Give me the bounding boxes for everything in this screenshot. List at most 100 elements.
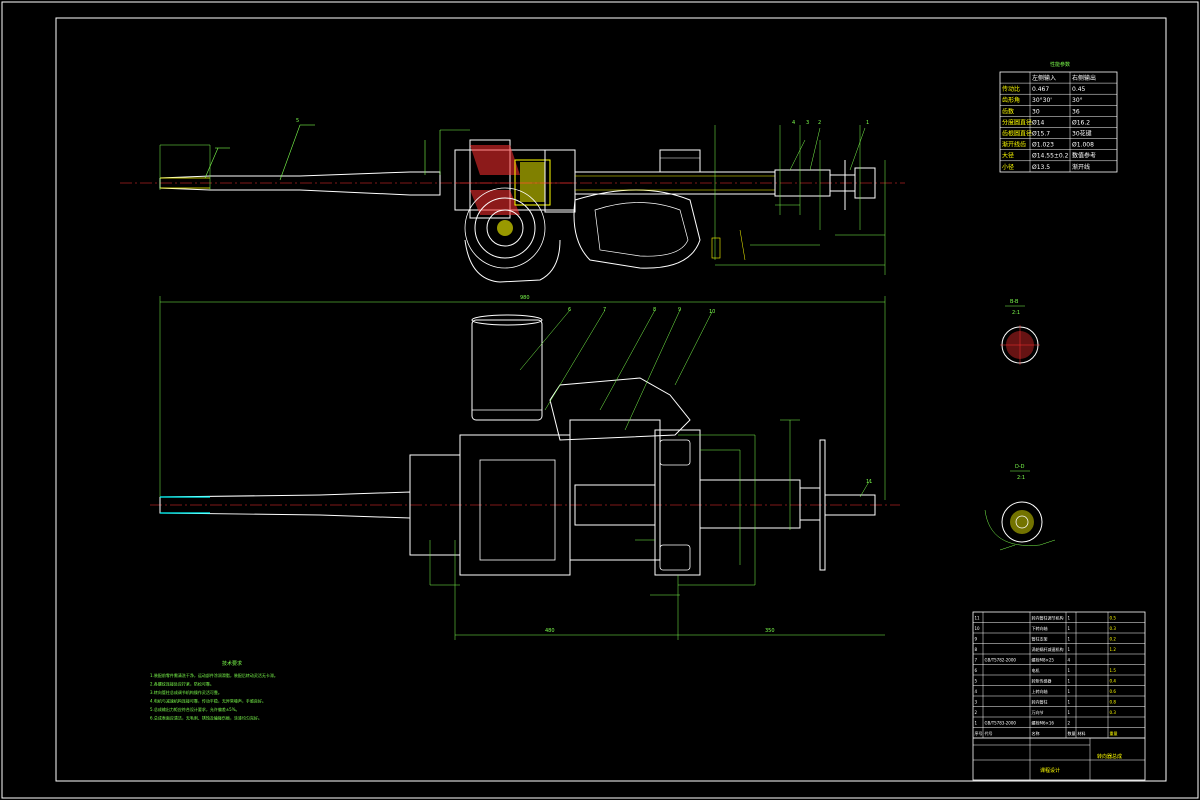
parts-cell: 重量 — [1110, 730, 1118, 736]
parts-cell: 1 — [1068, 679, 1071, 684]
tech-note-line: 2.各螺纹连接处应拧紧，防松可靠。 — [150, 681, 214, 687]
tech-notes: 技术要求 1.装配前零件需清洗干净，运动部件涂润滑脂，装配后转动灵活无卡滞。 2.… — [150, 660, 278, 721]
parts-cell: 数量 — [1068, 730, 1076, 736]
parts-cell: 转矩传感器 — [1032, 678, 1052, 684]
spec-cell: 右侧输出 — [1072, 74, 1096, 82]
parts-cell: 螺栓M8×25 — [1032, 657, 1055, 663]
parts-cell: 1 — [1068, 616, 1071, 621]
parts-cell: 0.4 — [1110, 679, 1117, 684]
parts-cell: 1 — [975, 721, 978, 726]
section-dd-label: D-D — [1015, 464, 1025, 470]
parts-cell: 管柱支架 — [1032, 636, 1048, 642]
parts-cell: 1 — [1068, 710, 1071, 715]
balloon-6: 6 — [568, 307, 571, 313]
parts-cell: 螺栓M6×16 — [1032, 720, 1055, 726]
parts-cell: 0.3 — [1110, 626, 1117, 631]
parts-cell: 电机 — [1032, 667, 1040, 673]
tech-note-line: 4.电机与减速机构连接可靠，传动平稳，无异常噪声，手感良好。 — [150, 698, 266, 704]
balloon-9: 9 — [678, 307, 681, 313]
drawing-name: 转向器总成 — [1097, 753, 1122, 760]
parts-cell: 4 — [1068, 658, 1071, 663]
spec-cell: Ø1.023 — [1032, 142, 1054, 149]
spec-cell: 30花键 — [1072, 130, 1092, 138]
parts-cell: GB/T5783-2000 — [985, 721, 1017, 726]
balloon-2: 2 — [818, 120, 821, 126]
parts-cell: 6 — [975, 668, 978, 673]
parts-cell: 11 — [975, 616, 981, 621]
right-part-dim: 350 — [765, 628, 775, 634]
parts-cell: 2 — [975, 710, 978, 715]
spec-cell: Ø16.2 — [1072, 119, 1090, 126]
company-name: 课程设计 — [1040, 767, 1060, 774]
parts-cell: 10 — [975, 626, 981, 631]
balloon-5: 5 — [296, 118, 299, 124]
balloon-11: 11 — [866, 479, 872, 485]
parts-cell: 转向管柱调节机构 — [1032, 615, 1064, 621]
parts-cell: 2 — [1068, 721, 1071, 726]
parts-cell: 9 — [975, 637, 978, 642]
overall-dim-label: 980 — [520, 295, 530, 301]
parts-cell: 转向管柱 — [1032, 699, 1048, 705]
parts-cell: 1.5 — [1110, 668, 1117, 673]
parts-cell: GB/T5782-2000 — [985, 658, 1017, 663]
parts-cell: 4 — [975, 689, 978, 694]
left-part-dim: 480 — [545, 628, 555, 634]
balloon-1: 1 — [866, 120, 869, 126]
spec-cell: Ø14 — [1032, 119, 1045, 126]
spec-table-title: 性能参数 — [1050, 61, 1070, 68]
section-view-dd: D-D 2:1 — [984, 464, 1056, 551]
spec-cell: 小径 — [1002, 163, 1014, 171]
tech-note-line: 1.装配前零件需清洗干净，运动部件涂润滑脂，装配后转动灵活无卡滞。 — [150, 672, 278, 678]
parts-cell: 1 — [1068, 668, 1071, 673]
tech-note-line: 5.总成输出力矩应符合设计要求，允许偏差±5%。 — [150, 706, 240, 712]
spec-cell: 渐开线齿 — [1002, 141, 1026, 149]
tech-note-line: 6.总成表面应清洁，无毛刺、锈蚀及磕碰伤痕，涂漆均匀完好。 — [150, 715, 262, 721]
spec-cell: Ø1.008 — [1072, 142, 1094, 149]
parts-cell: 序号 — [975, 730, 983, 736]
spec-cell: 分度圆直径 — [1002, 118, 1032, 126]
balloon-7: 7 — [603, 307, 606, 313]
parts-cell: 0.3 — [1110, 710, 1117, 715]
tech-note-line: 3.转向管柱总成调节机构操作灵活可靠。 — [150, 689, 222, 695]
spec-cell: 传动比 — [1002, 85, 1020, 93]
front-view — [120, 124, 905, 283]
inner-frame — [55, 17, 1167, 782]
tech-notes-title: 技术要求 — [222, 660, 242, 667]
spec-cell: 渐开线 — [1072, 163, 1090, 171]
spec-cell: 齿根圆直径 — [1002, 130, 1032, 138]
spec-cell: 36 — [1072, 108, 1080, 115]
spec-cell: 齿数 — [1002, 107, 1014, 115]
section-bb-label: B-B — [1010, 299, 1019, 305]
section-dd-scale: 2:1 — [1017, 475, 1025, 481]
spec-cell: Ø13.5 — [1032, 164, 1050, 171]
parts-cell: 上转向轴 — [1032, 688, 1048, 694]
parts-cell: 7 — [975, 658, 978, 663]
spec-cell: Ø14.55±0.2 — [1032, 153, 1069, 160]
parts-cell: 0.2 — [1110, 637, 1117, 642]
section-bb-scale: 2:1 — [1012, 310, 1020, 316]
plan-view: 480 350 — [150, 309, 900, 640]
parts-cell: 代号 — [985, 730, 993, 736]
overall-dimension: 980 — [159, 295, 886, 500]
spec-cell: Ø15.7 — [1032, 131, 1050, 138]
spec-cell: 30°30' — [1032, 97, 1052, 104]
parts-cell: 名称 — [1032, 730, 1040, 736]
parts-cell: 5 — [975, 679, 978, 684]
spec-cell: 0.467 — [1032, 86, 1049, 93]
parts-cell: 1 — [1068, 689, 1071, 694]
spec-cell: 30 — [1032, 108, 1040, 115]
parts-cell: 1 — [1068, 637, 1071, 642]
spec-cell: 0.45 — [1072, 86, 1086, 93]
balloon-3: 3 — [806, 120, 809, 126]
balloon-10: 10 — [709, 309, 715, 315]
parts-cell: 1.2 — [1110, 647, 1117, 652]
balloon-8: 8 — [653, 307, 656, 313]
spec-cell: 齿形角 — [1002, 96, 1020, 104]
spec-cell: 大径 — [1002, 152, 1014, 160]
parts-cell: 0.5 — [1110, 616, 1117, 621]
parts-cell: 0.8 — [1110, 700, 1117, 705]
spec-cell: 数值参考 — [1072, 152, 1096, 160]
parts-cell: 涡轮蜗杆减速机构 — [1032, 646, 1064, 652]
